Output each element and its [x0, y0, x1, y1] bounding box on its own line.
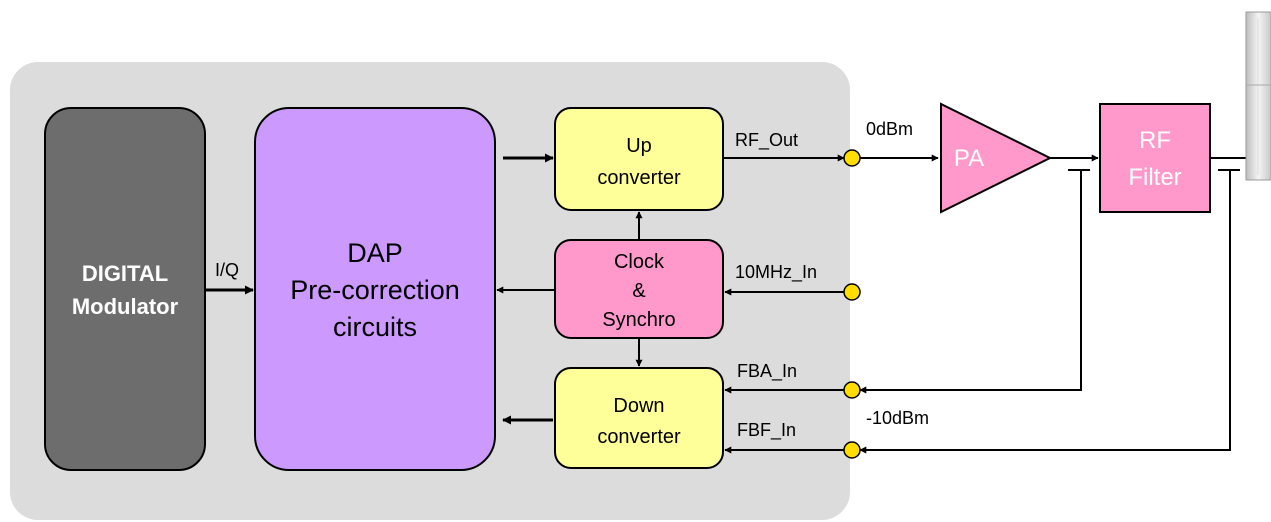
pa-amplifier: PA [940, 102, 1053, 214]
digital-modulator-label-1: DIGITAL [82, 261, 168, 286]
mhz-in-label: 10MHz_In [735, 262, 817, 283]
rf-filter-block: RF Filter [1099, 103, 1211, 213]
digital-modulator-block: DIGITAL Modulator [44, 107, 206, 471]
rf-filter-label-1: RF [1139, 127, 1171, 154]
antenna-icon [1245, 11, 1271, 181]
level-fb-label: -10dBm [866, 408, 929, 428]
up-converter-label-1: Up [626, 135, 652, 157]
fba-feedback-line [859, 170, 1082, 394]
dap-label-2: Pre-correction [290, 275, 460, 305]
down-converter-label-1: Down [613, 395, 664, 417]
mhz-in-port [843, 283, 861, 301]
clock-label-1: Clock [614, 251, 665, 273]
dap-label-1: DAP [347, 238, 403, 268]
dap-label-3: circuits [333, 312, 417, 342]
rf-filter-label-2: Filter [1128, 164, 1181, 191]
fbf-in-label: FBF_In [737, 420, 796, 441]
rf-out-label: RF_Out [735, 130, 798, 151]
clock-synchro-block: Clock & Synchro [554, 239, 724, 339]
up-converter-label-2: converter [597, 167, 681, 189]
down-converter-label-2: converter [597, 426, 681, 448]
level-out-label: 0dBm [866, 119, 913, 139]
clock-label-3: Synchro [602, 309, 675, 331]
fbf-feedback-line [859, 170, 1231, 454]
iq-label: I/Q [215, 260, 239, 280]
up-converter-block: Up converter [554, 107, 724, 211]
rf-out-port [843, 149, 861, 167]
fba-in-port [843, 381, 861, 399]
down-converter-block: Down converter [554, 367, 724, 469]
fba-in-label: FBA_In [737, 361, 797, 382]
fbf-in-port [843, 441, 861, 459]
digital-modulator-label-2: Modulator [72, 294, 179, 319]
pa-label: PA [954, 145, 984, 172]
dap-block: DAP Pre-correction circuits [254, 107, 496, 471]
clock-label-2: & [632, 280, 646, 302]
